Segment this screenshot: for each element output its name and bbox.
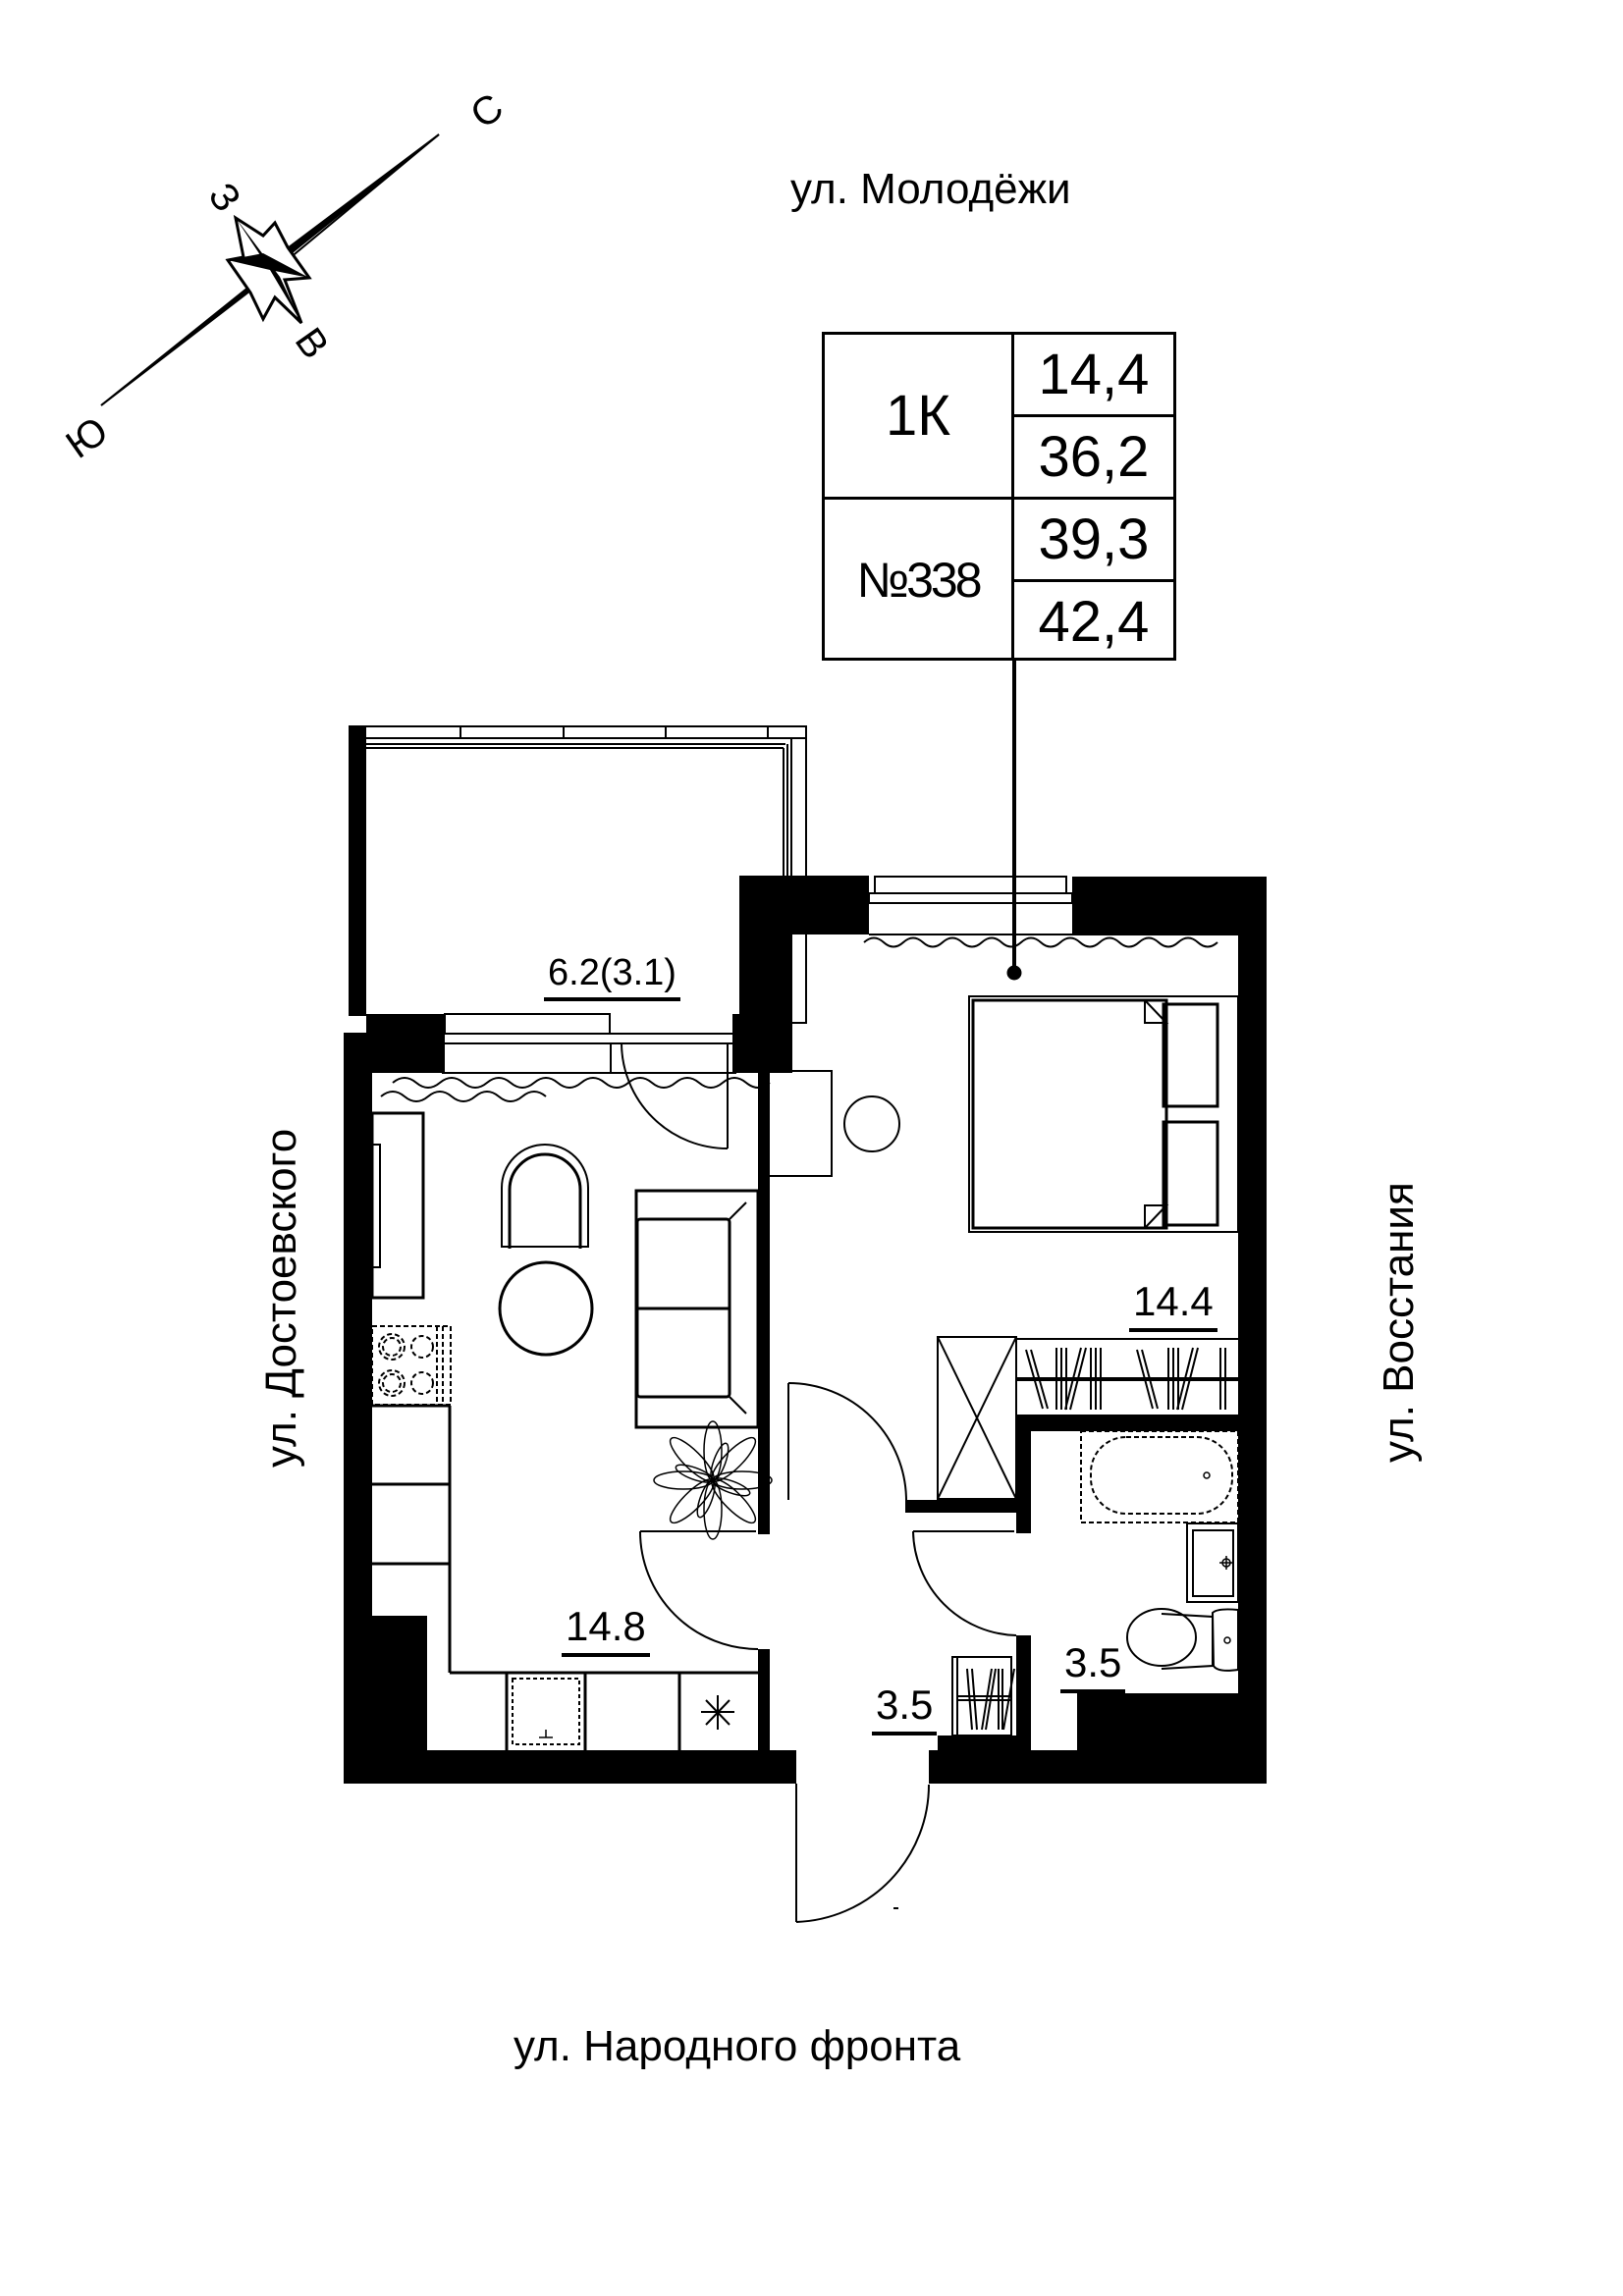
wall-living-top-left — [366, 1014, 445, 1073]
area-total: 36,2 — [1014, 417, 1173, 500]
street-label-bottom: ул. Народного фронта — [514, 2022, 961, 2070]
area-with-balcony-full: 42,4 — [1038, 589, 1150, 654]
wall-partition-living-corridor — [758, 1073, 770, 1534]
wall-bath-partition-left-lower — [1016, 1635, 1031, 1784]
area-with-balcony: 39,3 — [1014, 500, 1173, 582]
room-area-hallway: 3.5 — [872, 1684, 938, 1735]
wall-bathroom-bottom-block — [1077, 1693, 1238, 1784]
apartment-number: №338 — [825, 500, 1014, 661]
wall-bedroom-top-right — [1072, 877, 1267, 935]
wall-bath-partition-left-upper — [1016, 1415, 1031, 1533]
wall-right-exterior — [1238, 877, 1267, 1784]
room-area-bathroom: 3.5 — [1060, 1642, 1126, 1693]
apartment-type: 1К — [825, 335, 1014, 500]
wall-bottom-left — [344, 1750, 796, 1784]
wall-bedroom-top-left — [792, 876, 869, 934]
wall-partition-kitchen-door-jamb — [758, 1649, 770, 1752]
room-area-balcony: 6.2(3.1) — [544, 954, 680, 1001]
compass-needle-icon — [100, 133, 440, 406]
room-area-kitchen-living: 14.8 — [562, 1606, 650, 1657]
area-living: 14,4 — [1014, 335, 1173, 417]
wall-pillar-center-step — [732, 1014, 744, 1073]
wall-pillar-center-top — [739, 876, 792, 1073]
compass-rose: С З В Ю — [59, 85, 512, 467]
street-label-top: ул. Молодёжи — [790, 165, 1071, 213]
wall-bath-partition-top — [1016, 1415, 1238, 1431]
wall-wardrobe-bottom — [905, 1500, 1016, 1513]
room-area-bedroom: 14.4 — [1129, 1281, 1217, 1332]
apartment-info-table: 1К №338 14,4 36,2 39,3 42,4 — [822, 332, 1176, 661]
wall-balcony-left — [349, 726, 366, 1016]
